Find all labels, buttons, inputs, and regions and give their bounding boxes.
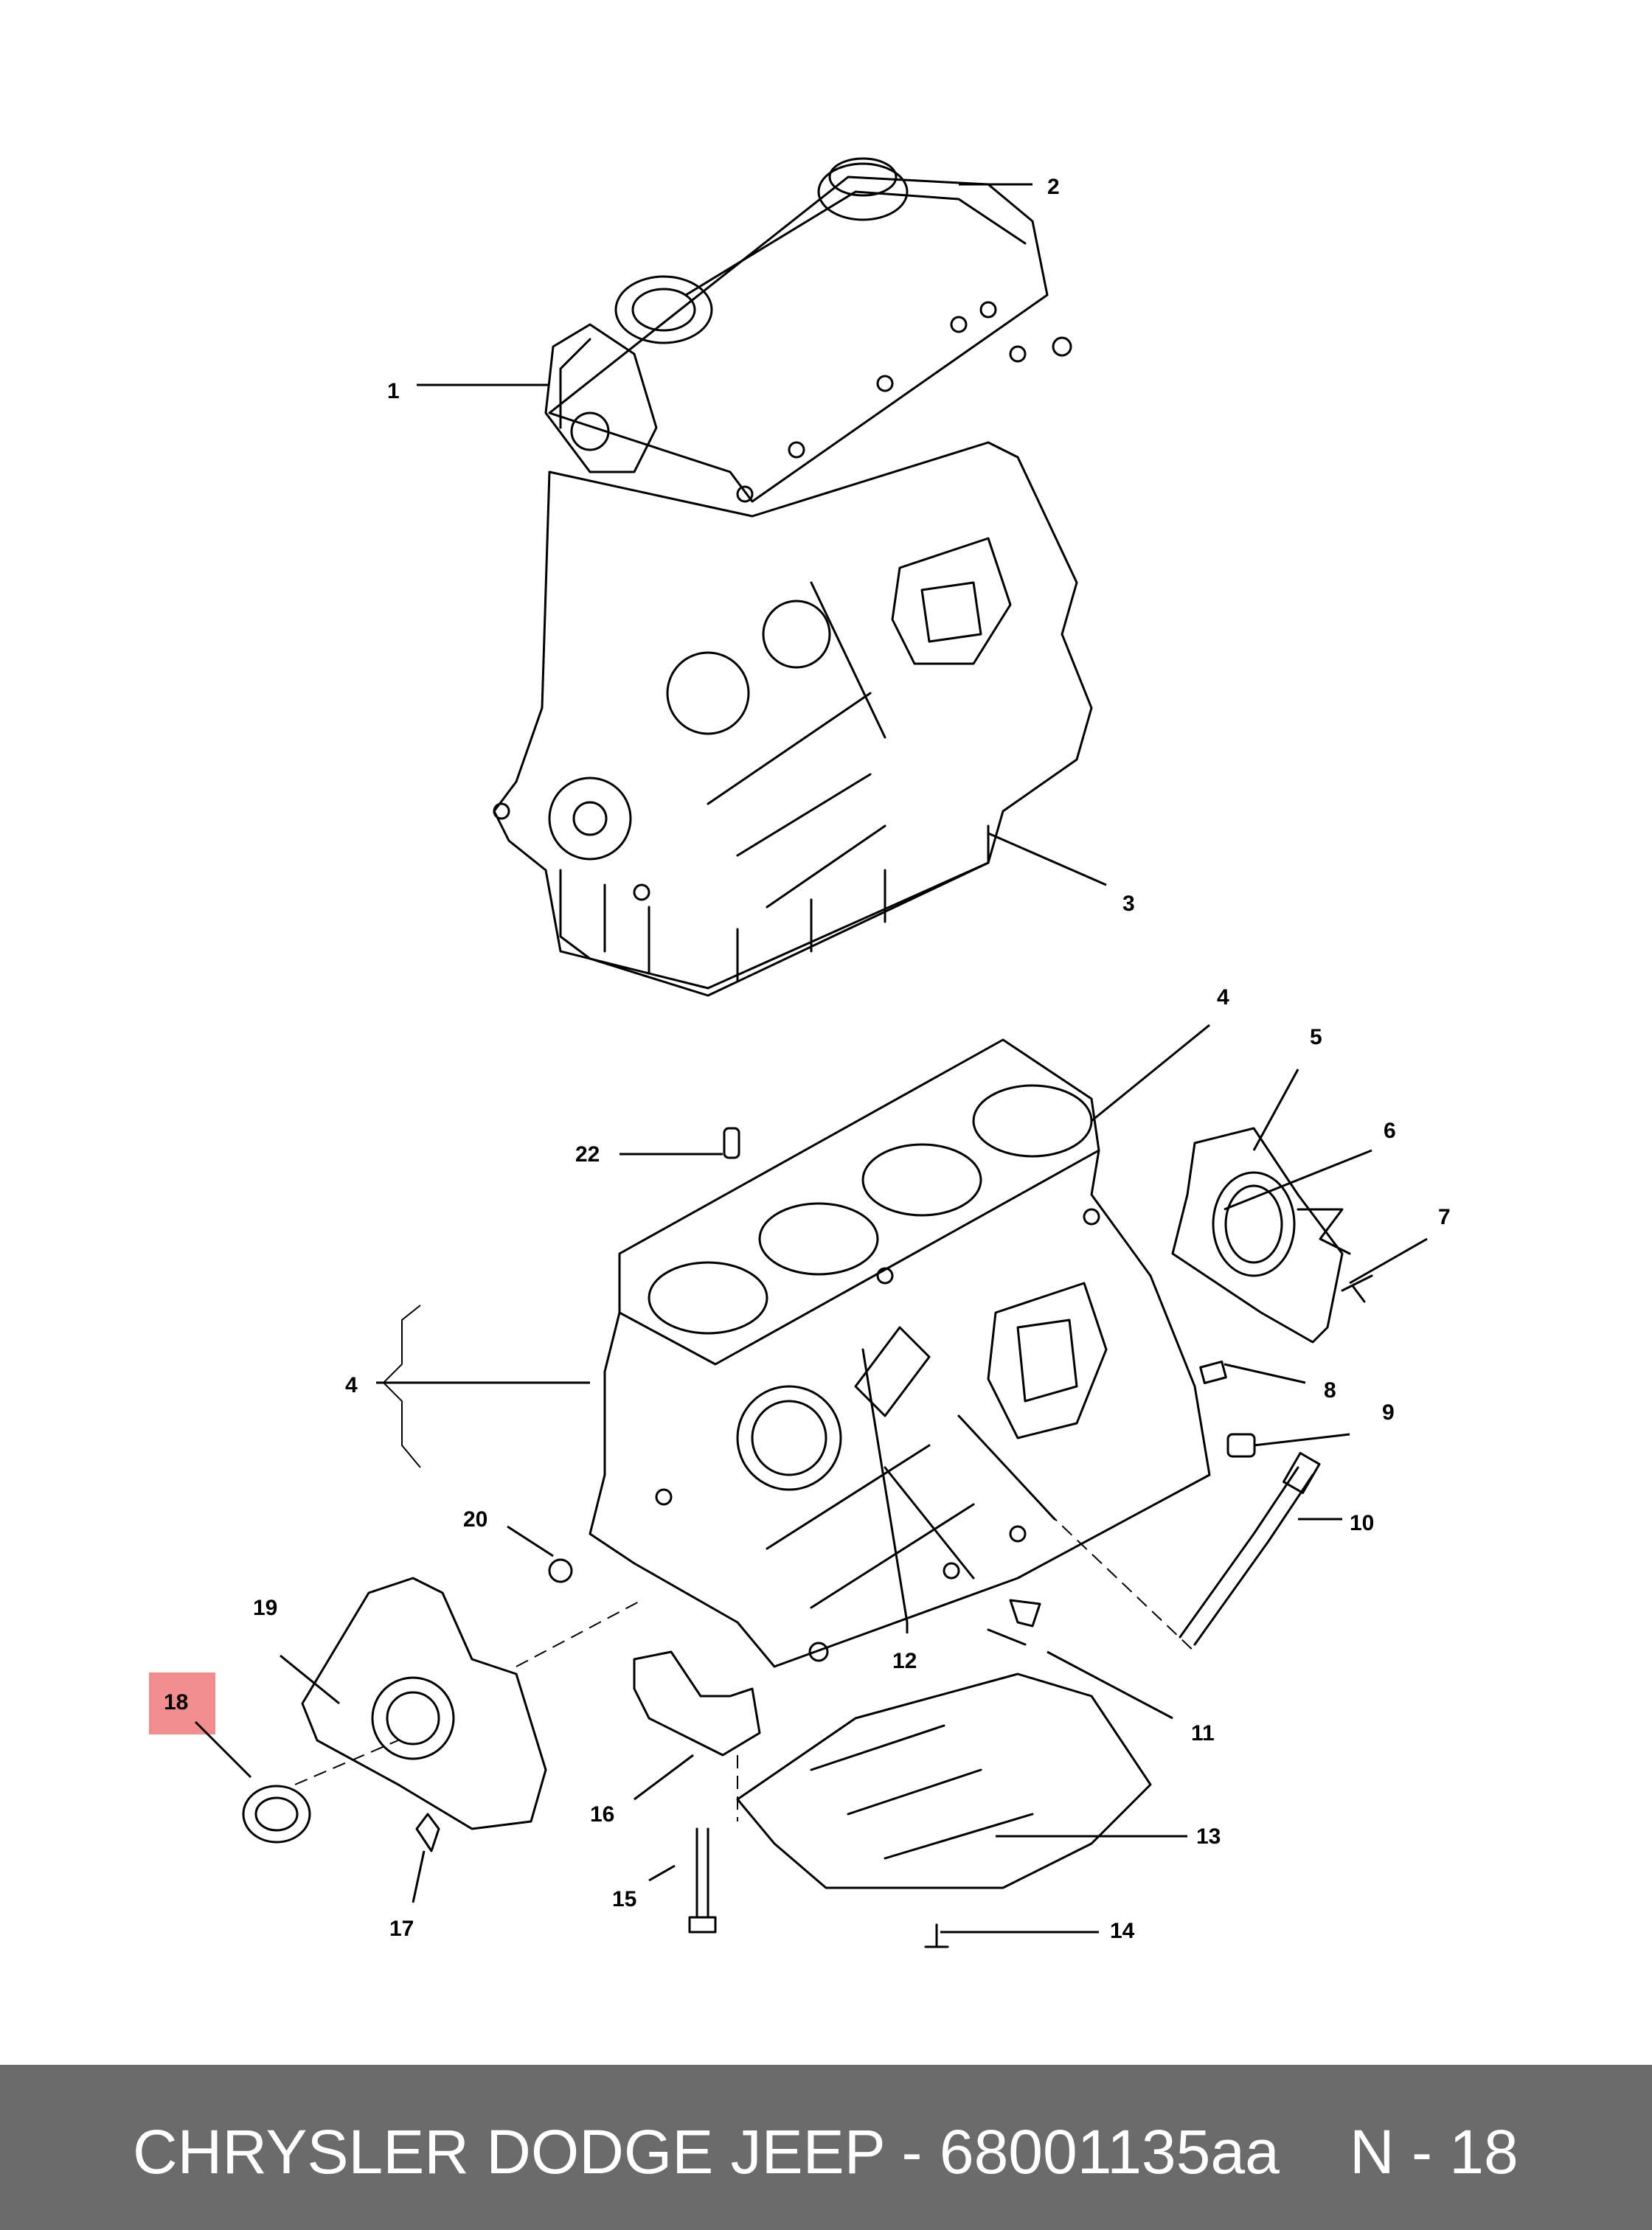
callout-4-top: 4 [1217,985,1229,1010]
callout-17: 17 [389,1917,414,1941]
rear-seal-flange-illustration [1171,1127,1351,1344]
callout-13: 13 [1196,1824,1221,1849]
leader-lines [194,183,1428,1934]
cylinder-block-illustration [589,1038,1211,1668]
footer-bar: CHRYSLER DODGE JEEP - 68001135aa N - 18 [0,2065,1652,2230]
callout-3: 3 [1122,892,1135,916]
callout-labels: 1 2 3 4 5 6 7 8 9 10 11 12 13 14 15 16 1… [164,175,1451,1943]
callout-18: 18 [164,1690,188,1715]
callout-7: 7 [1438,1205,1451,1229]
callout-5: 5 [1310,1025,1322,1049]
callout-1: 1 [387,379,400,403]
callout-15: 15 [612,1887,636,1911]
page-ref: N - 18 [1350,2117,1519,2186]
callout-19: 19 [253,1596,277,1620]
brace-4 [382,1305,421,1468]
callout-9: 9 [1382,1400,1395,1425]
callout-14: 14 [1110,1919,1135,1943]
callout-22: 22 [575,1142,600,1167]
callout-6: 6 [1384,1119,1396,1143]
highlight-box-18 [149,1672,215,1734]
callout-10: 10 [1350,1511,1374,1535]
parts-diagram: 1 2 3 4 5 6 7 8 9 10 11 12 13 14 15 16 1… [164,157,1451,1948]
callout-12: 12 [892,1649,917,1673]
callout-11: 11 [1191,1721,1215,1746]
engine-assembly-illustration [493,157,1093,997]
callout-8: 8 [1324,1378,1336,1403]
callout-16: 16 [590,1802,614,1827]
callout-4-brace: 4 [345,1373,358,1397]
callout-20: 20 [463,1507,487,1532]
part-title: CHRYSLER DODGE JEEP - 68001135aa [133,2117,1280,2186]
callout-2: 2 [1047,175,1060,199]
dashed-guides [294,1511,1195,1821]
